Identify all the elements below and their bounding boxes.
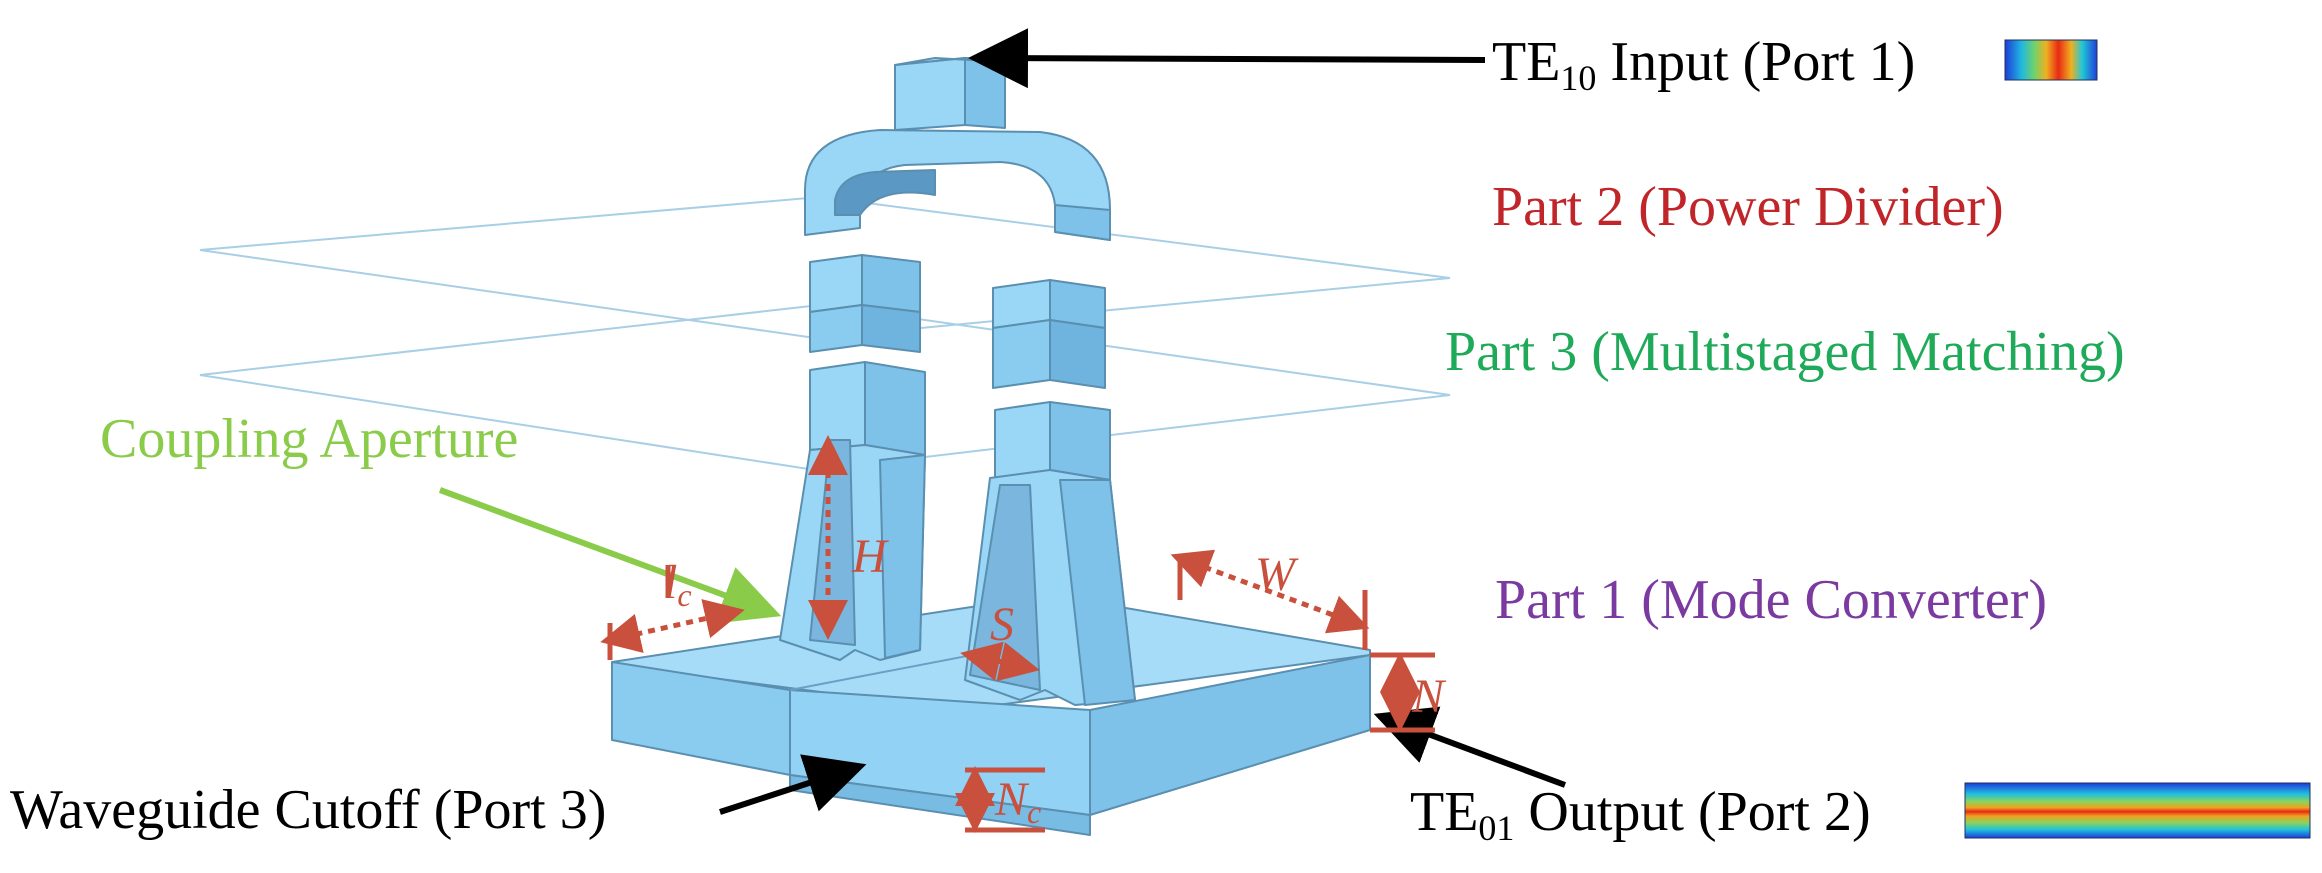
- dim-n-label: N: [1411, 670, 1447, 723]
- matching-blocks-right: [992, 279, 1106, 389]
- part1-label: Part 1 (Mode Converter): [1495, 569, 2047, 631]
- cutoff-arrow: [719, 754, 867, 815]
- coupling-aperture-label: Coupling Aperture: [100, 408, 518, 470]
- te10-prefix: TE: [1492, 31, 1560, 93]
- te01-sub: 01: [1478, 808, 1514, 848]
- te01-mode-field-bar: [1964, 782, 2311, 839]
- te10-suffix: Input (Port 1): [1596, 31, 1915, 93]
- dim-lc-base: l: [664, 556, 677, 609]
- te10-input-arrow: [968, 28, 1486, 89]
- te01-output-label: TE01 Output (Port 2): [1410, 781, 1871, 848]
- power-divider-arch: [804, 57, 1111, 241]
- dimension-labels: H W S N lc Nc: [664, 530, 1447, 830]
- dim-lc-sub: c: [677, 577, 691, 613]
- coupling-aperture-arrow: [438, 487, 782, 624]
- te10-mode-field-bar: [2004, 39, 2098, 81]
- dim-nc-sub: c: [1027, 794, 1041, 830]
- te10-input-label: TE10 Input (Port 1): [1492, 31, 1915, 98]
- matching-blocks-left: [809, 254, 921, 353]
- dim-s-label: S: [990, 598, 1014, 651]
- left-leg: [779, 361, 926, 661]
- te01-suffix: Output (Port 2): [1514, 781, 1870, 843]
- te01-prefix: TE: [1410, 781, 1478, 843]
- dim-w-label: W: [1255, 548, 1299, 601]
- part3-label: Part 3 (Multistaged Matching): [1445, 321, 2125, 383]
- dimension-lines: [600, 435, 1435, 833]
- waveguide-cutoff-label: Waveguide Cutoff (Port 3): [10, 779, 606, 841]
- section-plane-upper: [199, 195, 1451, 340]
- dim-h-label: H: [851, 530, 889, 583]
- dim-nc-label: Nc: [994, 773, 1041, 830]
- right-leg: [964, 401, 1136, 706]
- part2-label: Part 2 (Power Divider): [1492, 176, 2004, 238]
- te10-sub: 10: [1560, 58, 1596, 98]
- dim-lc-label: lc: [664, 556, 692, 613]
- dim-nc-base: N: [994, 773, 1030, 826]
- section-plane-lower: [199, 303, 1451, 472]
